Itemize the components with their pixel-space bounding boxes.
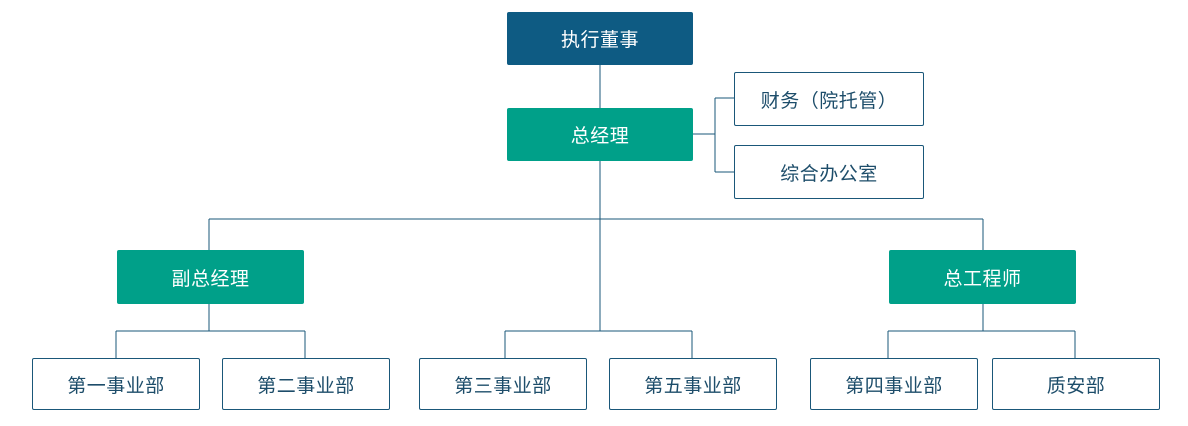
node-dept-4: 第四事业部 <box>810 358 978 410</box>
node-quality-safety: 质安部 <box>992 358 1160 410</box>
node-deputy-general-manager: 副总经理 <box>117 250 304 304</box>
node-general-office: 综合办公室 <box>734 145 924 199</box>
node-dept-5: 第五事业部 <box>609 358 777 410</box>
node-finance: 财务（院托管） <box>734 72 924 126</box>
node-dept-2: 第二事业部 <box>222 358 390 410</box>
node-chief-engineer: 总工程师 <box>889 250 1076 304</box>
node-dept-3: 第三事业部 <box>419 358 587 410</box>
node-general-manager: 总经理 <box>507 108 693 161</box>
node-executive-director: 执行董事 <box>507 12 693 65</box>
node-dept-1: 第一事业部 <box>32 358 200 410</box>
